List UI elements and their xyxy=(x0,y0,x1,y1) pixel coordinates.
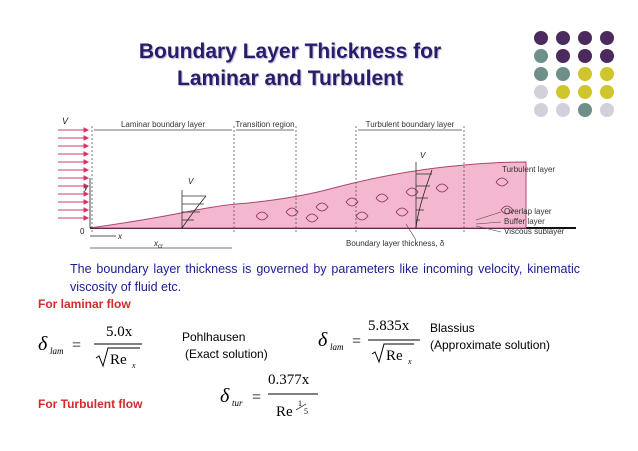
equals-sign: = xyxy=(252,389,261,406)
decorative-dot xyxy=(534,85,548,99)
caption-text: The boundary layer thickness is governed… xyxy=(70,262,580,294)
blassius-note: Blassius (Approximate solution) xyxy=(430,320,550,354)
tur-subscript: tur xyxy=(232,398,243,408)
turbulent-eddies xyxy=(255,177,514,223)
decorative-dot xyxy=(578,85,592,99)
sqrt-symbol xyxy=(371,343,414,364)
xcr-label: xcr xyxy=(153,239,164,250)
decorative-dot xyxy=(600,103,614,117)
viscous-sublayer-label: Viscous sublayer xyxy=(504,227,565,236)
layer-leader-lines xyxy=(405,211,502,241)
x-axis-label: x xyxy=(117,232,123,241)
re-denominator: Re xyxy=(386,348,403,364)
turbulent-region-label: Turbulent boundary layer xyxy=(366,120,455,129)
decorative-dot xyxy=(600,85,614,99)
title-line-1: Boundary Layer Thickness for xyxy=(138,40,442,63)
boundary-layer-region xyxy=(89,161,527,229)
velocity-arrowhead xyxy=(83,191,90,197)
pohlhausen-desc: (Exact solution) xyxy=(185,347,268,361)
delta-symbol: δ xyxy=(220,385,230,407)
overlap-layer-label: Overlap layer xyxy=(504,207,552,216)
blassius-equation: δ lam = 5.835x Re x xyxy=(318,318,420,366)
pohlhausen-note: Pohlhausen (Exact solution) xyxy=(182,329,268,363)
turbulent-layer-label: Turbulent layer xyxy=(502,165,555,174)
lam-subscript: lam xyxy=(330,342,344,352)
incoming-velocity-arrows xyxy=(58,127,90,221)
transition-region-label: Transition region xyxy=(235,120,294,129)
decorative-dot xyxy=(600,67,614,81)
velocity-arrowhead xyxy=(83,199,90,205)
decorative-dot xyxy=(578,103,592,117)
velocity-arrowhead xyxy=(83,159,90,165)
origin-label: 0 xyxy=(80,227,85,236)
blassius-name: Blassius xyxy=(430,321,475,335)
exponent-slash xyxy=(295,403,307,411)
laminar-velocity-profile xyxy=(181,190,207,229)
tur-numerator: 0.377x xyxy=(268,372,310,388)
velocity-arrowhead xyxy=(83,135,90,141)
decorative-dot xyxy=(534,31,548,45)
re-x-subscript: x xyxy=(131,361,136,370)
buffer-layer-label: Buffer layer xyxy=(504,217,545,226)
delta-symbol: δ xyxy=(318,329,328,351)
turbulent-profile-label: V xyxy=(420,151,426,160)
laminar-profile-label: V xyxy=(188,177,194,186)
incoming-velocity-label: V xyxy=(62,116,69,126)
decorative-dot xyxy=(578,49,592,63)
pohl-numerator: 5.0x xyxy=(106,324,133,340)
velocity-arrowhead xyxy=(83,207,90,213)
decorative-dot xyxy=(534,49,548,63)
exponent-numerator: 1 xyxy=(298,399,302,408)
decorative-dot-grid xyxy=(534,31,614,117)
sqrt-symbol xyxy=(95,347,140,368)
decorative-dot xyxy=(600,31,614,45)
pohlhausen-equation: δ lam = 5.0x Re x xyxy=(38,324,142,370)
decorative-dot xyxy=(578,67,592,81)
decorative-dot xyxy=(578,31,592,45)
decorative-dot xyxy=(556,85,570,99)
equals-sign: = xyxy=(72,337,81,354)
decorative-dot xyxy=(556,49,570,63)
decorative-dot xyxy=(556,67,570,81)
turbulent-velocity-profile xyxy=(415,162,433,229)
velocity-arrowhead xyxy=(83,167,90,173)
decorative-dot xyxy=(600,49,614,63)
blas-numerator: 5.835x xyxy=(368,318,410,334)
region-dividers xyxy=(91,126,465,232)
decorative-dot xyxy=(534,67,548,81)
re-x-subscript: x xyxy=(407,357,412,366)
title-line-2: Laminar and Turbulent xyxy=(177,67,403,90)
y-axis-label: y xyxy=(83,183,89,192)
decorative-dot xyxy=(556,31,570,45)
bl-thickness-label: Boundary layer thickness, δ xyxy=(346,239,445,248)
blassius-desc: (Approximate solution) xyxy=(430,338,551,352)
decorative-dot xyxy=(534,103,548,117)
re-denominator: Re xyxy=(276,404,293,420)
velocity-arrowhead xyxy=(83,127,90,133)
re-denominator: Re xyxy=(110,352,127,368)
velocity-arrowhead xyxy=(83,143,90,149)
lam-subscript: lam xyxy=(50,346,64,356)
equals-sign: = xyxy=(352,333,361,350)
delta-symbol: δ xyxy=(38,333,48,355)
pohlhausen-name: Pohlhausen xyxy=(182,330,246,344)
decorative-dot xyxy=(556,103,570,117)
velocity-arrowhead xyxy=(83,215,90,221)
laminar-region-label: Laminar boundary layer xyxy=(121,120,205,129)
slide-title: Boundary Layer Thickness for Laminar and… xyxy=(60,38,520,92)
exponent-denominator: 5 xyxy=(304,407,308,416)
velocity-arrowhead xyxy=(83,183,90,189)
turbulent-equation: δ tur = 0.377x Re 1 5 xyxy=(220,372,318,420)
boundary-layer-figure: V V V xyxy=(58,116,576,250)
laminar-flow-heading: For laminar flow xyxy=(38,297,131,311)
velocity-arrowhead xyxy=(83,151,90,157)
velocity-arrowhead xyxy=(83,175,90,181)
turbulent-flow-heading: For Turbulent flow xyxy=(38,397,143,411)
